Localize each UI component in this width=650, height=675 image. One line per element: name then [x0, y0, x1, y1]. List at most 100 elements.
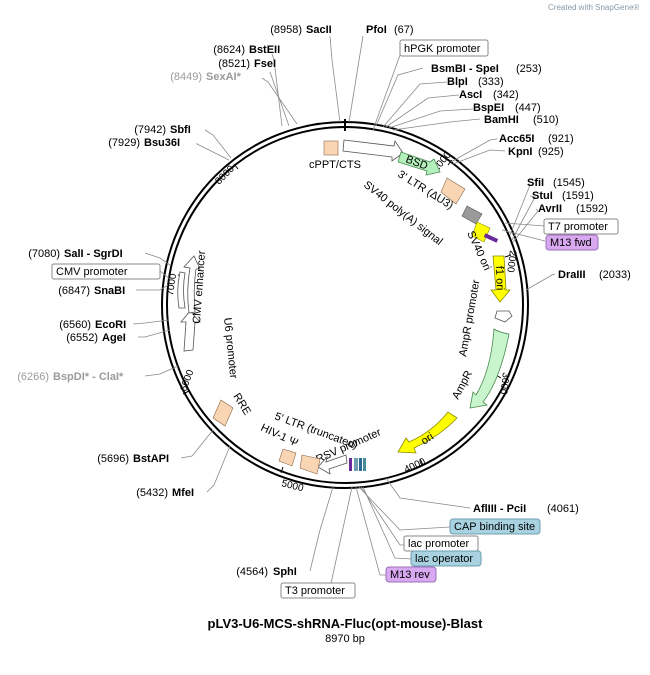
site-name-bsmbi-spei: BsmBI - SpeI: [431, 63, 499, 75]
site-name-ecori: EcoRI: [95, 319, 126, 331]
m13-fwd-site-marker: [483, 233, 499, 243]
m13-rev-label: M13 rev: [390, 569, 430, 581]
cap-site-marker: [359, 458, 362, 471]
site-pos-agei: (6552): [66, 332, 98, 344]
tick-label-4000: 4000: [403, 456, 428, 476]
ampr-promoter-label: AmpR promoter: [457, 279, 482, 358]
site-name-asci: AscI: [459, 89, 482, 101]
rsv-promoter-arrow: [317, 454, 348, 475]
ampr-arrow: [469, 328, 510, 409]
ampr-promoter-arrow: [494, 310, 513, 323]
lac-operator-label: lac operator: [415, 553, 473, 565]
tick-label-6000: 6000: [178, 368, 196, 393]
u6-promoter-label: U6 promoter: [221, 317, 239, 379]
rre-label: RRE: [230, 391, 252, 417]
site-name-sbfi: SbfI: [170, 124, 191, 136]
f1-ori-arrow: [490, 255, 511, 303]
site-name-mfei: MfeI: [172, 487, 194, 499]
site-pos-snabi: (6847): [58, 285, 90, 297]
site-name-sphi: SphI: [273, 566, 297, 578]
cmv-promoter-arrow: [177, 271, 186, 309]
site-name-afliii-pcii: AflIII - PciI: [473, 503, 526, 515]
site-name-bsu36i: Bsu36I: [144, 137, 180, 149]
site-pos-mfei: (5432): [136, 487, 168, 499]
site-pos-bspdi-clai: (6266): [17, 371, 49, 383]
ltr5-feature: [299, 454, 321, 475]
t7-promoter-label: T7 promoter: [548, 221, 608, 233]
t7-promoter-box: [543, 218, 619, 235]
cmv-promoter-box: [51, 263, 161, 280]
map-features: cPPT/CTS BSD 3' LTR (ΔU3) SV40 poly(A) s…: [177, 139, 513, 475]
site-pos-pfoi: (67): [394, 24, 414, 36]
site-pos-kpni: (925): [538, 146, 564, 158]
site-name-bspdi-clai: BspDI* - ClaI*: [53, 371, 124, 383]
site-pos-sbfi: (7942): [134, 124, 166, 136]
boxed-labels: hPGK promoter T7 promoter M13 fwd CMV pr…: [51, 39, 619, 599]
hpgk-promoter-arrow: [342, 139, 404, 162]
t3-promoter-box: [280, 582, 356, 599]
site-pos-bstapi: (5696): [97, 453, 129, 465]
bsd-label: BSD: [404, 154, 429, 173]
site-pos-bsu36i: (7929): [108, 137, 140, 149]
site-pos-fsei: (8521): [218, 58, 250, 70]
cmv-enhancer-label: CMV enhancer: [191, 250, 208, 324]
tick-label-7000: 7000: [165, 272, 179, 296]
site-name-bsteii: BstEII: [249, 44, 280, 56]
site-name-bamhi: BamHI: [484, 114, 519, 126]
ori-arrow: [397, 411, 458, 454]
site-pos-sacii: (8958): [270, 24, 302, 36]
cap-binding-site-box: [449, 518, 541, 535]
site-name-snabi: SnaBI: [94, 285, 125, 297]
lac-operator-box: [410, 550, 482, 567]
f1-ori-label: f1 ori: [493, 266, 506, 291]
ori-label: ori: [419, 431, 436, 448]
site-pos-avrii: (1592): [576, 203, 608, 215]
site-pos-asci: (342): [493, 89, 519, 101]
site-name-agei: AgeI: [102, 332, 126, 344]
m13-fwd-label: M13 fwd: [550, 237, 592, 249]
hiv1-psi-feature: [278, 448, 297, 467]
t3-promoter-label: T3 promoter: [285, 585, 345, 597]
tick-label-2000: 2000: [504, 250, 518, 274]
site-pos-ecori: (6560): [59, 319, 91, 331]
site-name-bstapi: BstAPI: [133, 453, 169, 465]
plasmid-length: 8970 bp: [325, 633, 365, 645]
site-name-sali-sgrdi: SalI - SgrDI: [64, 248, 123, 260]
lac-promoter-marker: [363, 458, 366, 471]
site-leader-lines: [132, 35, 556, 572]
hpgk-promoter-label: hPGK promoter: [404, 43, 481, 55]
u6-promoter-arrow: [180, 310, 201, 352]
site-name-stui: StuI: [532, 190, 553, 202]
site-pos-afliii-pcii: (4061): [547, 503, 579, 515]
site-name-sfii: SfiI: [527, 177, 544, 189]
m13-rev-site-marker: [349, 458, 352, 471]
site-name-sexai: SexAI*: [206, 71, 242, 83]
site-name-bspei: BspEI: [473, 102, 504, 114]
rre-feature: [212, 399, 234, 427]
site-pos-sexai: (8449): [170, 71, 202, 83]
site-pos-bsteii: (8624): [213, 44, 245, 56]
site-pos-sali-sgrdi: (7080): [28, 248, 60, 260]
lac-operator-marker: [354, 458, 358, 471]
cppt-cts-label: cPPT/CTS: [309, 159, 361, 171]
site-name-draiii: DraIII: [558, 269, 586, 281]
site-name-kpni: KpnI: [508, 146, 532, 158]
cap-binding-site-label: CAP binding site: [454, 521, 535, 533]
bsd-arrow: [397, 151, 441, 176]
m13-rev-box: [385, 566, 437, 583]
site-pos-bspei: (447): [515, 102, 541, 114]
site-name-blpi: BlpI: [447, 76, 468, 88]
site-pos-sfii: (1545): [553, 177, 585, 189]
cppt-cts-feature: [323, 140, 339, 156]
hpgk-promoter-box: [399, 39, 489, 57]
snapgene-credit: Created with SnapGene®: [548, 3, 639, 12]
site-name-avrii: AvrII: [538, 203, 562, 215]
site-pos-blpi: (333): [478, 76, 504, 88]
plasmid-title: pLV3-U6-MCS-shRNA-Fluc(opt-mouse)-Blast: [208, 616, 484, 631]
site-name-pfoi: PfoI: [366, 24, 387, 36]
tick-marks: [177, 159, 512, 474]
cmv-promoter-label: CMV promoter: [56, 266, 128, 278]
site-pos-acc65i: (921): [548, 133, 574, 145]
site-pos-sphi: (4564): [236, 566, 268, 578]
